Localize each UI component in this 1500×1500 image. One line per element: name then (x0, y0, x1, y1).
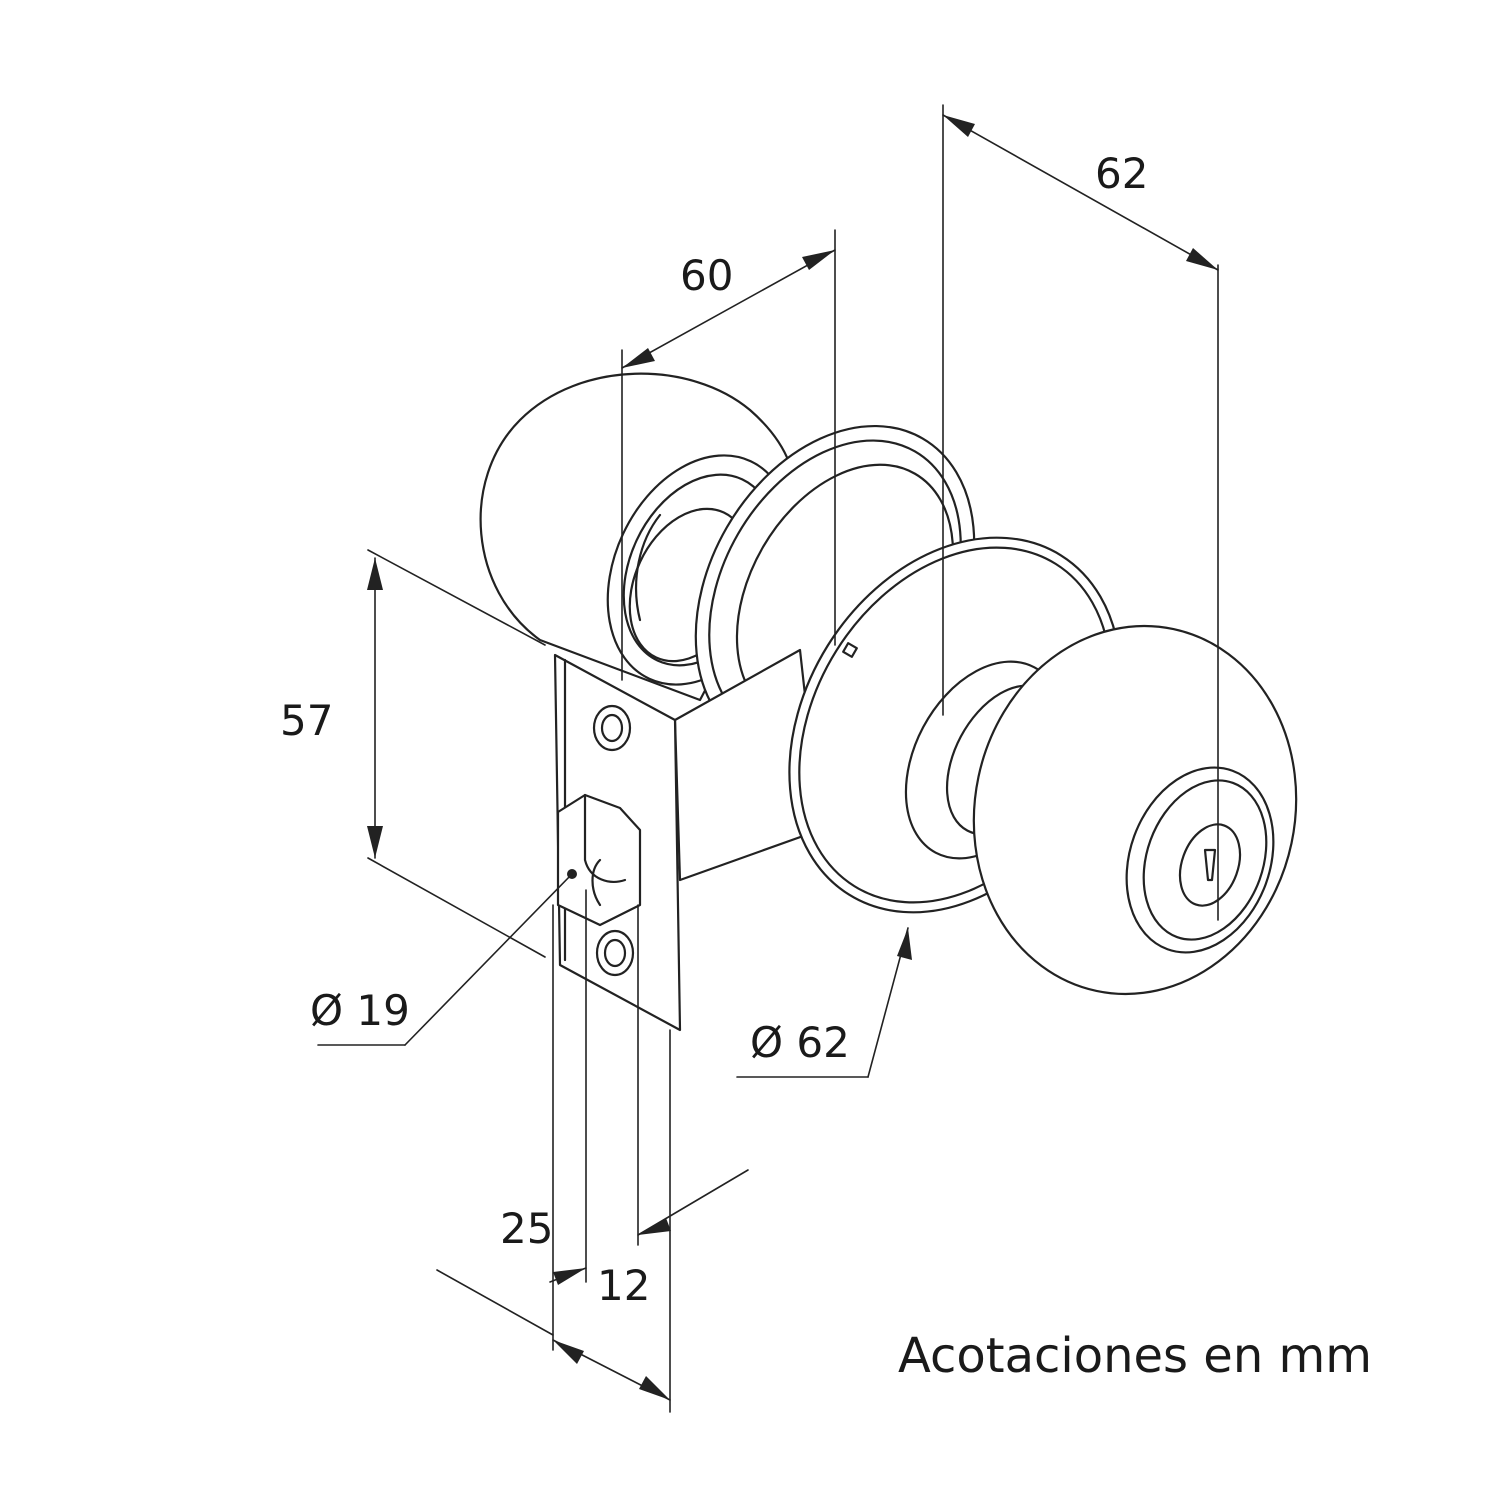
dimension-knob-length-label: 62 (1095, 149, 1148, 198)
dimension-faceplate-height-label: 57 (280, 696, 333, 745)
dimension-knob-length: 62 (942, 104, 1219, 921)
dimension-rose-to-rose: 60 (621, 229, 836, 681)
dimension-rose-diameter-label: Ø 62 (750, 1018, 850, 1067)
outer-knob (972, 624, 1298, 996)
dimension-backset: 25 (436, 904, 671, 1413)
dimension-rose-diameter: Ø 62 (736, 927, 912, 1078)
latch-bolt (556, 793, 642, 927)
dimension-latch-diameter-label: Ø 19 (310, 986, 410, 1035)
dimension-latch-projection-label: 12 (597, 1261, 650, 1310)
units-note: Acotaciones en mm (898, 1328, 1372, 1384)
dimension-latch-projection: 12 (549, 889, 749, 1310)
dimension-backset-label: 25 (500, 1204, 553, 1253)
dimension-rose-to-rose-label: 60 (680, 251, 733, 300)
dimension-latch-diameter: Ø 19 (310, 873, 573, 1046)
dimension-faceplate-height: 57 (280, 549, 546, 958)
